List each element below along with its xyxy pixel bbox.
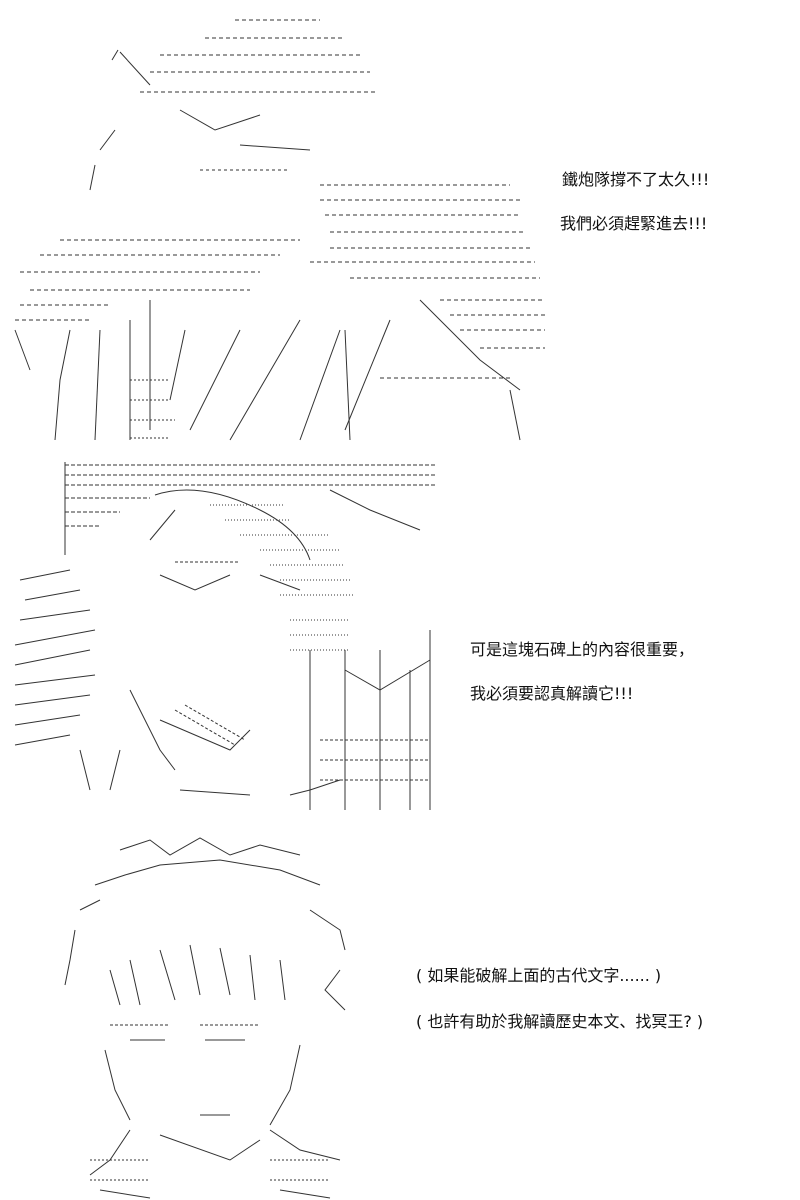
panel-hat-character: 鐵炮隊撐不了太久!!! 我們必須趕緊進去!!!: [0, 0, 800, 450]
thought-line: ( 如果能破解上面的古代文字...... ): [416, 966, 662, 985]
panel-thinking-character: ( 如果能破解上面的古代文字...... ) ( 也許有助於我解讀歷史本文、找冥…: [0, 830, 800, 1200]
thought-line: ( 也許有助於我解讀歷史本文、找冥王? ): [416, 1012, 704, 1031]
ascii-art-boy-thinking: [64, 837, 346, 1199]
dialogue-line: 我必須要認真解讀它!!!: [470, 684, 634, 703]
dialogue-line: 我們必須趕緊進去!!!: [560, 214, 708, 233]
ascii-art-stone-tablet-reader: [14, 462, 435, 810]
dialogue-line: 鐵炮隊撐不了太久!!!: [562, 170, 710, 189]
dialogue-line: 可是這塊石碑上的內容很重要，: [470, 640, 695, 659]
ascii-art-hat-character: [14, 19, 545, 441]
panel-stone-tablet: 可是這塊石碑上的內容很重要， 我必須要認真解讀它!!!: [0, 450, 800, 830]
